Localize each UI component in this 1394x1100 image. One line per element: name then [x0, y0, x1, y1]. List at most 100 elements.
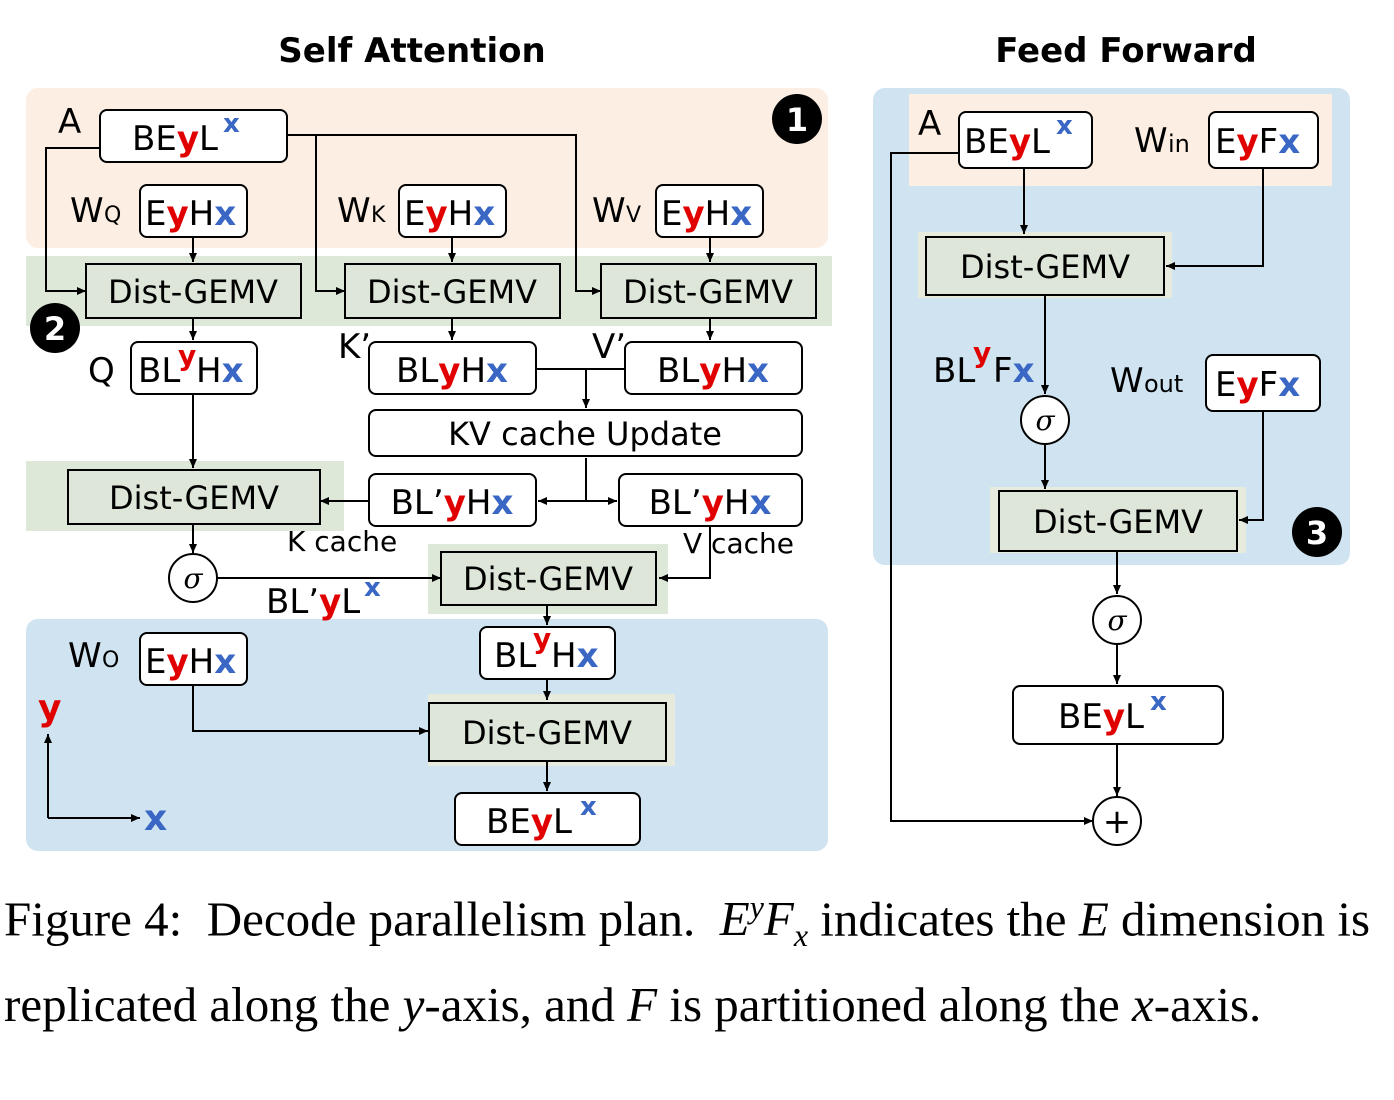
attention-output-tensor: BEyL x: [454, 792, 641, 846]
svg-text:in: in: [1168, 130, 1190, 158]
svg-text:σ: σ: [1035, 404, 1055, 437]
wk-tensor: EyHx: [398, 184, 507, 238]
svg-text:σ: σ: [1107, 604, 1127, 637]
ffn-activation-node-1: σ: [1020, 395, 1070, 445]
v-cache-label: V cache: [683, 527, 794, 560]
wo-tensor: EyHx: [139, 632, 248, 686]
k-dist-gemv: Dist-GEMV: [344, 263, 561, 319]
svg-text:EyFx: EyFx: [1215, 365, 1300, 405]
ffn-hidden-tensor-label: BL y Fx: [933, 336, 1035, 391]
svg-text:W: W: [337, 191, 371, 231]
svg-text:O: O: [102, 648, 119, 673]
v-dist-gemv: Dist-GEMV: [600, 263, 817, 319]
kv-cache-update: KV cache Update: [368, 409, 803, 457]
self-attention-title: Self Attention: [278, 31, 545, 71]
q-output-tensor: BL y Hx: [130, 339, 258, 395]
v-prime-label: V’: [592, 327, 626, 367]
feed-forward-region: [873, 88, 1350, 565]
k-cache-tensor: BL’yHx: [368, 473, 537, 527]
figure-caption: Figure 4: Decode parallelism plan. EyFx …: [4, 872, 1388, 1040]
svg-text:x: x: [1150, 687, 1167, 717]
x-axis-label: x: [144, 798, 167, 839]
wq-label: W Q: [70, 191, 121, 231]
k-cache-label: K cache: [287, 525, 397, 558]
svg-text:W: W: [1134, 121, 1168, 161]
context-output-tensor: BL y Hx: [479, 622, 616, 680]
caption-title: Decode parallelism plan.: [206, 891, 696, 947]
svg-text:σ: σ: [183, 562, 203, 595]
svg-text:W: W: [70, 191, 104, 231]
svg-text:Hx: Hx: [196, 351, 244, 391]
v-cache-tensor: BL’yHx: [618, 473, 803, 527]
wout-tensor: EyFx: [1205, 354, 1321, 412]
win-tensor: EyFx: [1208, 111, 1319, 169]
caption-text-5: -axis.: [1153, 977, 1262, 1033]
svg-text:y: y: [973, 336, 991, 369]
svg-text:BEyL: BEyL: [1058, 697, 1144, 737]
svg-text:W: W: [68, 636, 102, 676]
ffn-input-tensor: BEyL x: [958, 111, 1093, 169]
svg-text:EyFx: EyFx: [1215, 122, 1300, 162]
svg-text:3: 3: [1306, 514, 1328, 552]
caption-text-1: indicates the: [820, 891, 1067, 947]
svg-text:Fx: Fx: [993, 351, 1035, 391]
svg-text:Dist-GEMV: Dist-GEMV: [623, 273, 793, 311]
svg-text:2: 2: [44, 310, 66, 348]
caption-text-3: -axis, and: [424, 977, 615, 1033]
wout-label: W out: [1110, 361, 1183, 401]
svg-text:BL’yHx: BL’yHx: [391, 483, 514, 523]
caption-x-axis: x: [1132, 977, 1154, 1033]
score-dist-gemv: Dist-GEMV: [67, 469, 321, 525]
y-axis-label: y: [38, 688, 61, 729]
svg-text:BLyHx: BLyHx: [657, 351, 769, 391]
wo-label: W O: [68, 636, 119, 676]
svg-text:EyHx: EyHx: [404, 194, 495, 234]
connectors: [45, 134, 1264, 825]
svg-text:+: +: [1103, 802, 1132, 842]
svg-text:y: y: [533, 622, 551, 655]
svg-text:K: K: [371, 203, 386, 228]
svg-text:x: x: [364, 573, 381, 603]
svg-text:BEyL: BEyL: [132, 119, 218, 159]
output-dist-gemv: Dist-GEMV: [428, 702, 667, 762]
k-prime-tensor: BLyHx: [368, 341, 537, 395]
v-prime-tensor: BLyHx: [624, 341, 803, 395]
step-marker-1: 1: [772, 94, 822, 144]
q-dist-gemv: Dist-GEMV: [85, 263, 302, 319]
svg-text:EyHx: EyHx: [145, 194, 236, 234]
axes-indicator: y x: [38, 688, 167, 839]
attention-input-label: A: [58, 102, 81, 142]
svg-text:x: x: [223, 109, 240, 139]
svg-text:Q: Q: [104, 203, 121, 228]
attention-input-tensor: BEyL x: [99, 109, 288, 163]
svg-text:EyHx: EyHx: [145, 642, 236, 682]
svg-text:BLyHx: BLyHx: [396, 351, 508, 391]
attention-score-tensor-label: BL’yL x: [266, 573, 381, 622]
svg-text:1: 1: [786, 101, 808, 139]
ffn-dist-gemv-2: Dist-GEMV: [998, 490, 1238, 552]
caption-notation: EyFx: [719, 889, 809, 954]
step-marker-2: 2: [30, 303, 80, 353]
parallelism-diagram: Self Attention Feed Forward 1 2 3: [26, 31, 1350, 851]
svg-text:W: W: [592, 191, 626, 231]
wq-tensor: EyHx: [139, 184, 248, 238]
svg-text:Dist-GEMV: Dist-GEMV: [960, 248, 1130, 286]
svg-text:Hx: Hx: [551, 636, 599, 676]
svg-text:Dist-GEMV: Dist-GEMV: [462, 714, 632, 752]
caption-f-dim: F: [627, 977, 658, 1033]
svg-text:Dist-GEMV: Dist-GEMV: [1033, 503, 1203, 541]
ffn-activation-node-2: σ: [1092, 595, 1142, 645]
svg-text:KV cache Update: KV cache Update: [448, 415, 722, 453]
svg-text:x: x: [580, 792, 597, 822]
ffn-output-tensor: BEyL x: [1012, 685, 1224, 745]
residual-add-node: +: [1092, 796, 1142, 846]
caption-y-axis: y: [402, 977, 425, 1033]
svg-text:BL: BL: [494, 636, 536, 676]
svg-text:BEyL: BEyL: [486, 802, 572, 842]
ffn-input-label: A: [918, 104, 941, 144]
svg-text:x: x: [1056, 111, 1073, 141]
wv-tensor: EyHx: [655, 184, 764, 238]
svg-text:BL’yHx: BL’yHx: [649, 483, 772, 523]
feed-forward-title: Feed Forward: [995, 31, 1257, 71]
context-dist-gemv: Dist-GEMV: [440, 551, 657, 606]
